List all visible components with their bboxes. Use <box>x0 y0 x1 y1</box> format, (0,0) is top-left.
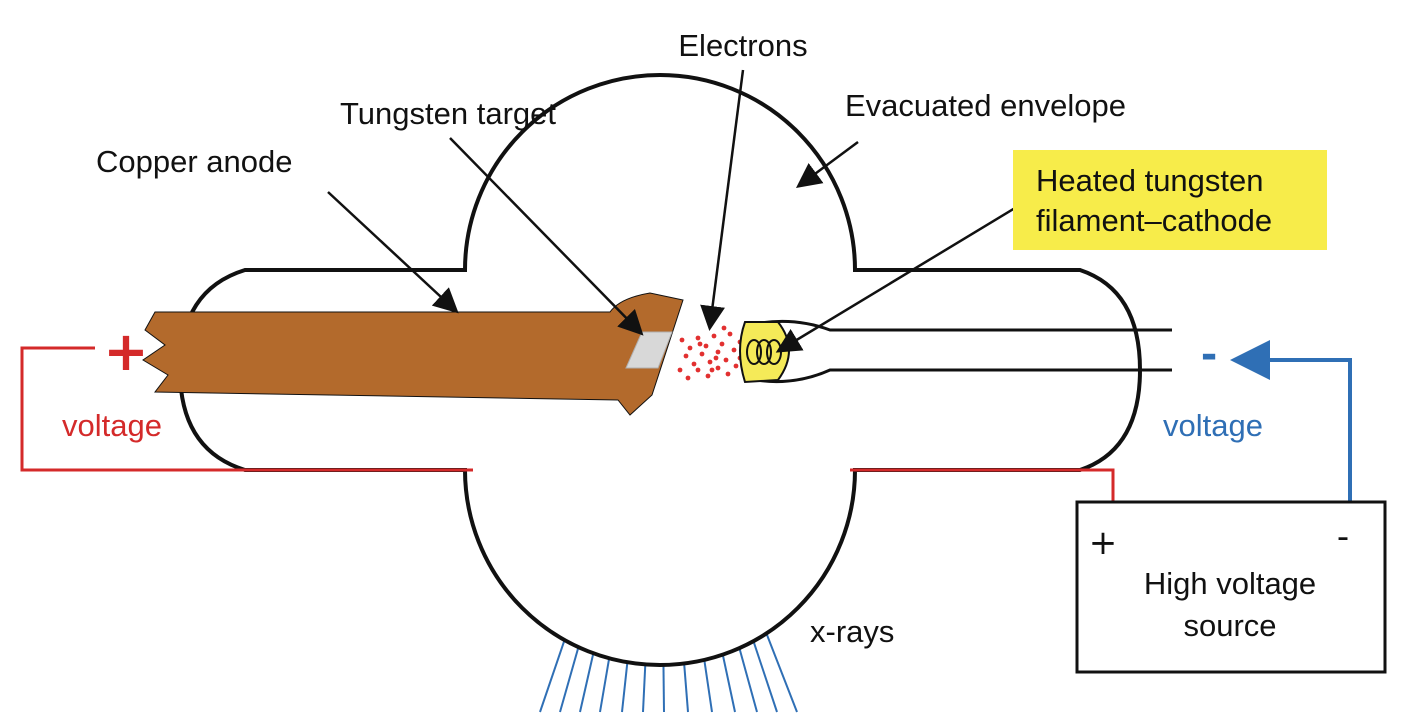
electron-dot <box>695 367 701 373</box>
electron-dot <box>725 371 731 377</box>
electron-dot <box>721 325 727 331</box>
tungsten-target-arrow <box>449 137 644 336</box>
source-minus-terminal: - <box>1337 517 1349 557</box>
electron-dot <box>703 343 709 349</box>
evacuated-envelope-label: Evacuated envelope <box>845 88 1126 123</box>
electron-dot <box>715 349 721 355</box>
electron-dot <box>695 335 701 341</box>
source-plus-terminal: + <box>1089 523 1118 563</box>
envelope-arrow <box>795 140 859 188</box>
source-label-line1: High voltage <box>1144 566 1316 601</box>
electron-dot <box>685 375 691 381</box>
electron-dot <box>687 345 693 351</box>
positive-voltage-sign: + <box>103 320 148 383</box>
electrons-arrow <box>700 69 745 331</box>
copper-anode-arrow <box>327 191 459 314</box>
electron-dot <box>731 347 737 353</box>
negative-voltage-sign: - <box>1201 332 1218 378</box>
cathode-label-line1: Heated tungsten <box>1036 163 1264 198</box>
positive-wire-left <box>20 346 473 472</box>
tungsten-target <box>625 331 673 369</box>
positive-voltage-label: voltage <box>62 408 162 443</box>
cathode-label-line2: filament–cathode <box>1036 203 1272 238</box>
negative-wire <box>1230 340 1352 502</box>
electron-dot <box>711 333 717 339</box>
positive-wire <box>850 468 1115 502</box>
electron-dot <box>677 367 683 373</box>
filament-coil <box>746 339 782 365</box>
copper-anode-label: Copper anode <box>96 144 293 179</box>
electron-dot <box>709 367 715 373</box>
electron-dot <box>719 341 725 347</box>
electrons-label: Electrons <box>678 28 807 63</box>
electron-dot <box>713 355 719 361</box>
electron-dot <box>697 341 703 347</box>
tungsten-target-label: Tungsten target <box>340 96 556 131</box>
cathode-arrow <box>775 203 1021 353</box>
electron-dot <box>715 365 721 371</box>
electron-dot <box>679 337 685 343</box>
electron-dot <box>705 373 711 379</box>
source-label-line2: source <box>1183 608 1276 643</box>
xrays-label: x-rays <box>810 614 894 649</box>
negative-voltage-label: voltage <box>1163 408 1263 443</box>
electron-dot <box>691 361 697 367</box>
electron-dot <box>723 357 729 363</box>
electron-dot <box>727 331 733 337</box>
high-voltage-source-box <box>1075 500 1387 674</box>
electron-dot <box>707 359 713 365</box>
cathode-label-highlight <box>1013 150 1327 250</box>
electron-dot <box>683 353 689 359</box>
electron-dot <box>699 351 705 357</box>
electron-dot <box>733 363 739 369</box>
